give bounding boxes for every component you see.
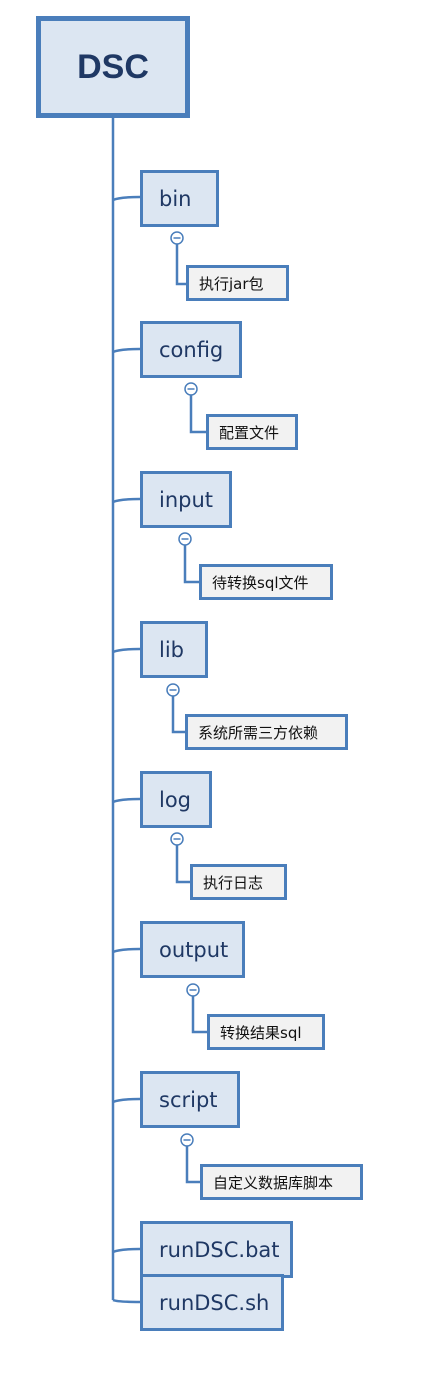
node-script-desc[interactable]: 自定义数据库脚本 [200, 1164, 363, 1200]
child-line [189, 395, 206, 434]
branch-line [112, 1298, 141, 1304]
collapse-toggle-icon[interactable] [166, 683, 180, 697]
child-line [191, 996, 207, 1034]
root-node-dsc[interactable]: DSC [36, 16, 190, 118]
branch-line [112, 1247, 141, 1254]
node-config-desc[interactable]: 配置文件 [206, 414, 298, 450]
child-line [175, 244, 186, 286]
node-input-desc[interactable]: 待转换sql文件 [199, 564, 333, 600]
collapse-toggle-icon[interactable] [180, 1133, 194, 1147]
branch-line [112, 195, 141, 202]
branch-line [112, 347, 141, 354]
collapse-toggle-icon[interactable] [186, 983, 200, 997]
branch-line [112, 497, 141, 504]
node-input[interactable]: input [140, 471, 232, 528]
branch-line [112, 947, 141, 954]
node-output-desc[interactable]: 转换结果sql [207, 1014, 325, 1050]
node-rundsc-bat[interactable]: runDSC.bat [140, 1221, 293, 1278]
collapse-toggle-icon[interactable] [184, 382, 198, 396]
branch-line [112, 1097, 141, 1104]
node-bin-desc[interactable]: 执行jar包 [186, 265, 289, 301]
node-config[interactable]: config [140, 321, 242, 378]
node-log-desc[interactable]: 执行日志 [190, 864, 287, 900]
child-line [183, 545, 199, 584]
node-script[interactable]: script [140, 1071, 240, 1128]
collapse-toggle-icon[interactable] [170, 832, 184, 846]
node-lib-desc[interactable]: 系统所需三方依赖 [185, 714, 348, 750]
child-line [171, 696, 185, 734]
node-bin[interactable]: bin [140, 170, 219, 227]
node-rundsc-sh[interactable]: runDSC.sh [140, 1274, 284, 1331]
child-line [185, 1146, 200, 1184]
branch-line [112, 797, 141, 804]
branch-line [112, 647, 141, 654]
node-output[interactable]: output [140, 921, 245, 978]
collapse-toggle-icon[interactable] [170, 231, 184, 245]
child-line [175, 845, 190, 884]
node-lib[interactable]: lib [140, 621, 208, 678]
collapse-toggle-icon[interactable] [178, 532, 192, 546]
node-log[interactable]: log [140, 771, 212, 828]
